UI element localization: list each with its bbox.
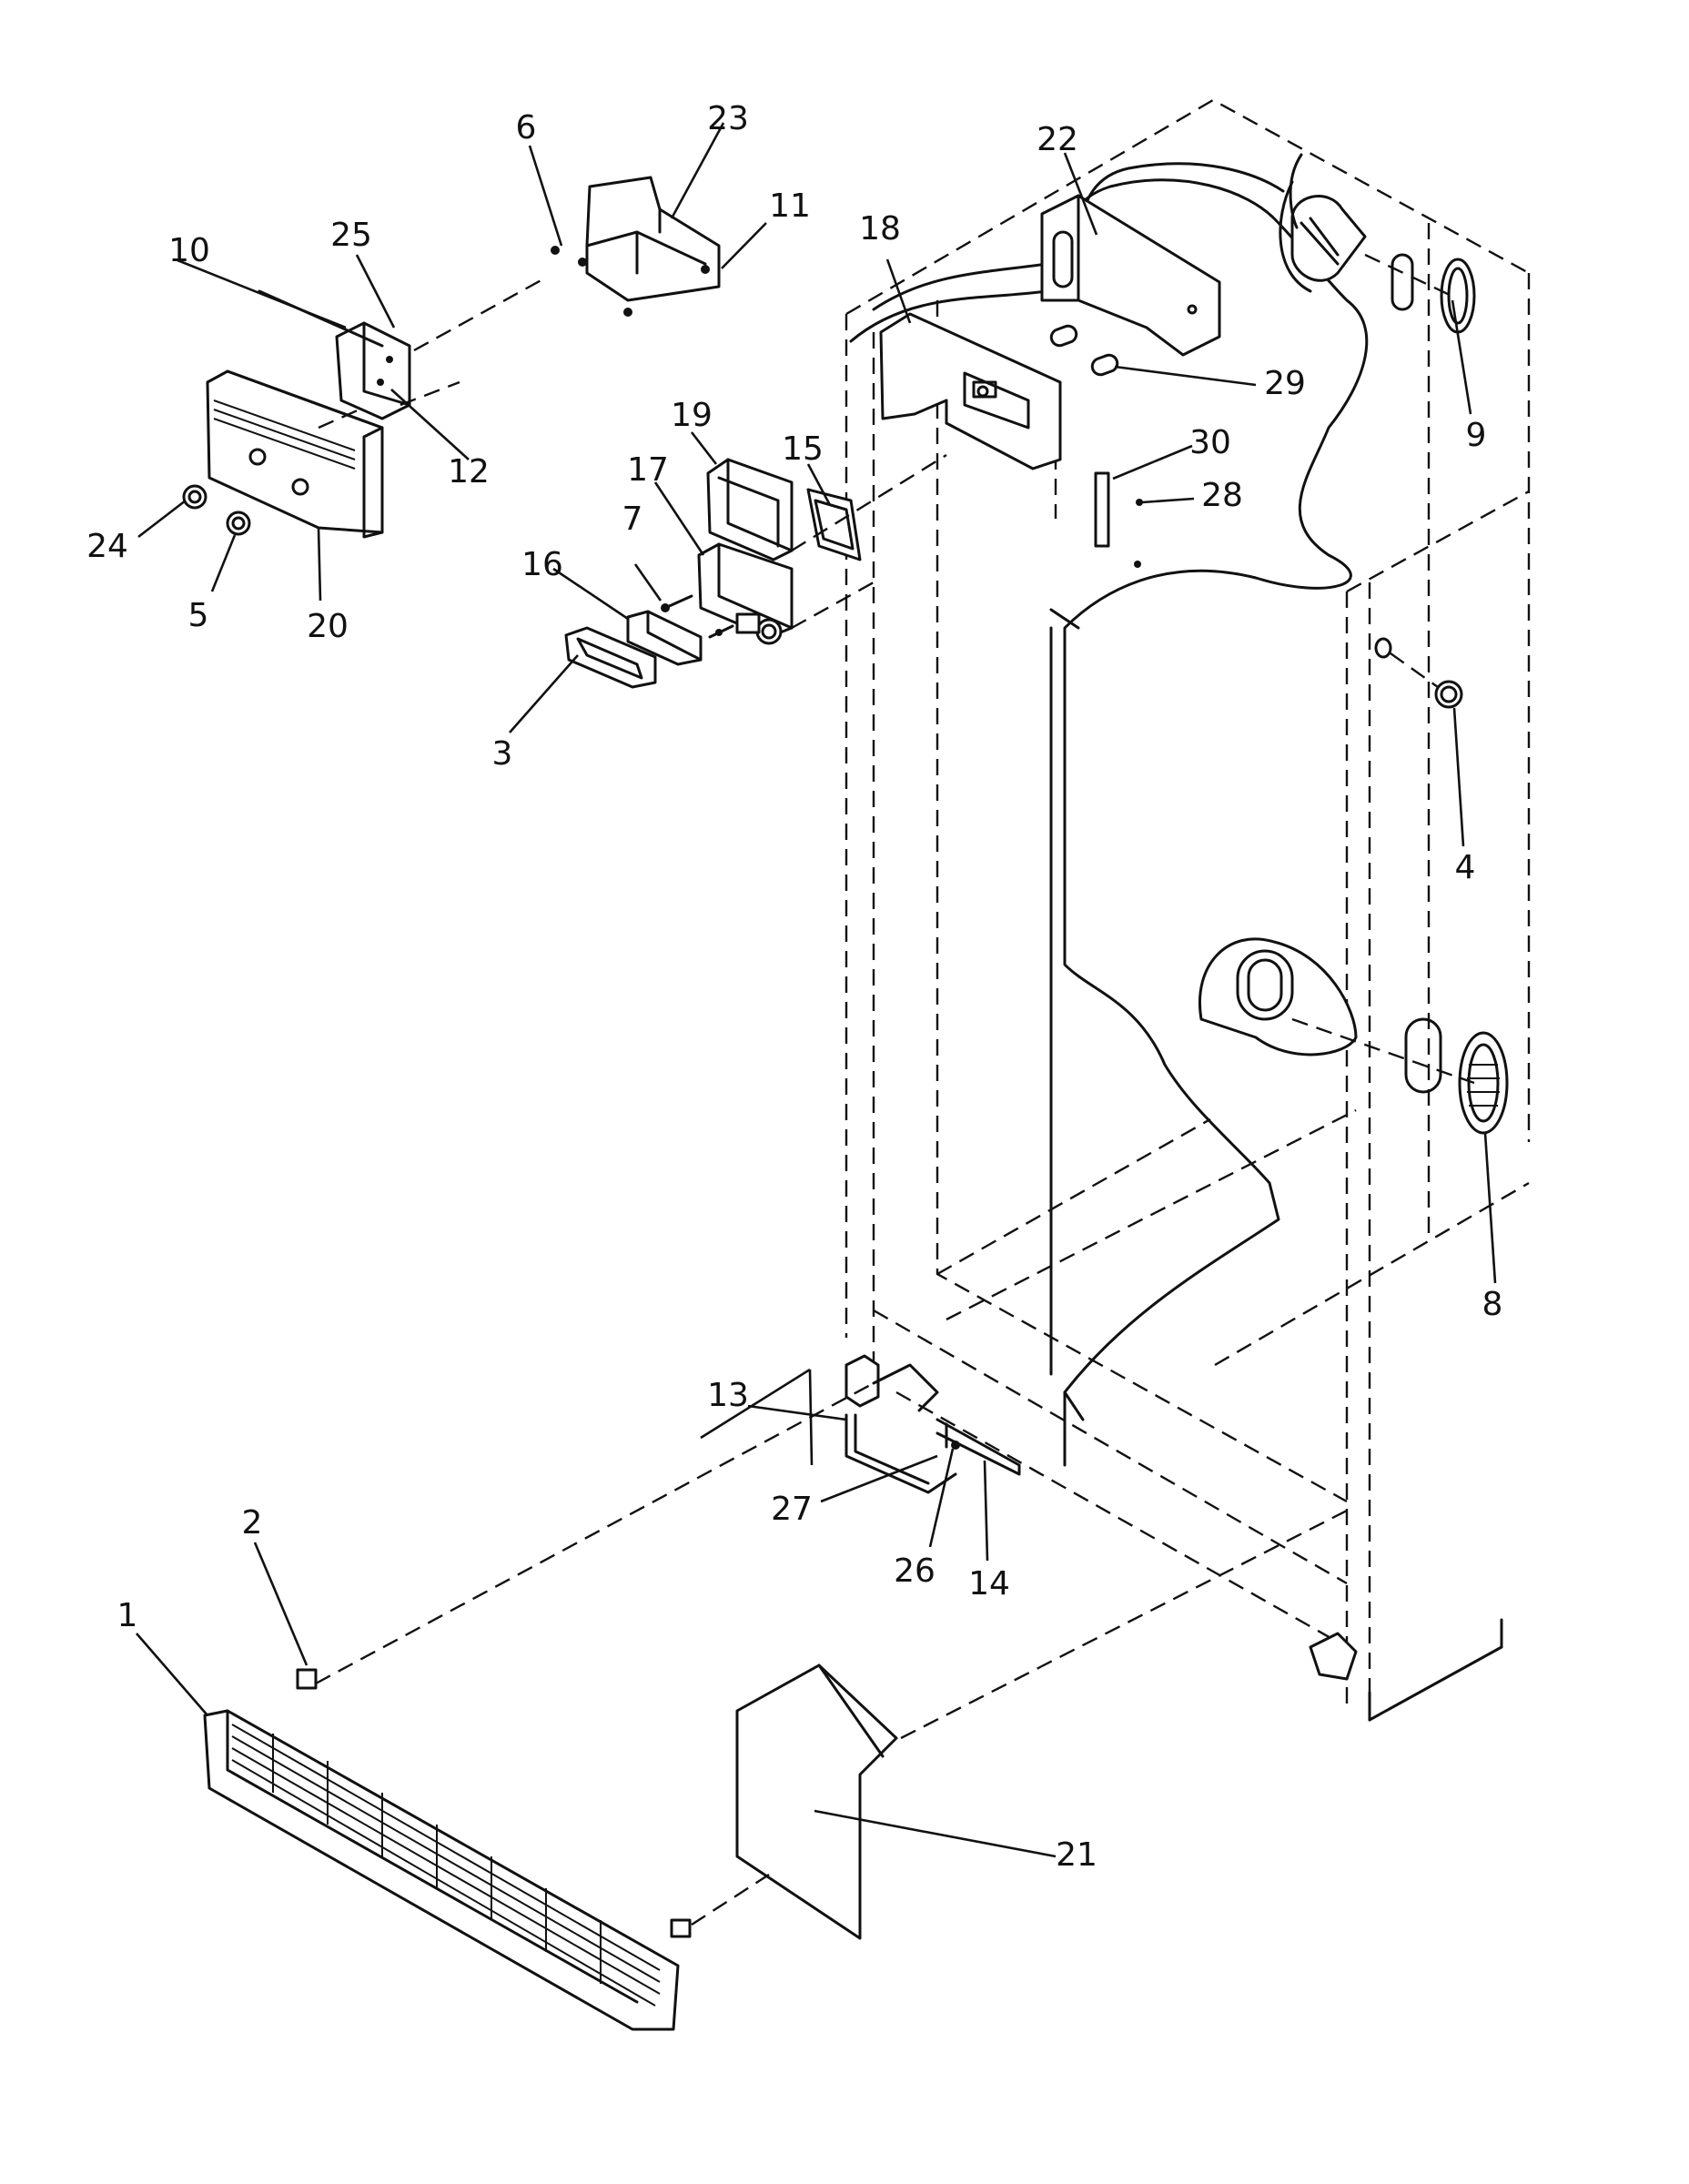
pins-part-29 <box>1049 324 1119 377</box>
callout-7: 7 <box>622 500 643 538</box>
callout-leaders <box>136 122 1497 1926</box>
callout-22: 22 <box>1037 121 1078 158</box>
control-bracket-part-23 <box>551 176 721 317</box>
knob-part-5 <box>226 511 251 536</box>
callout-29: 29 <box>1264 365 1306 402</box>
callout-25: 25 <box>330 217 372 254</box>
gasket-part-3 <box>564 626 657 689</box>
connector-part-16 <box>626 610 734 666</box>
hinge-assembly-part-13 <box>844 1354 1021 1494</box>
callout-9: 9 <box>1466 417 1487 454</box>
callout-26: 26 <box>894 1552 936 1590</box>
clip-part-2 <box>296 1668 318 1690</box>
callout-19: 19 <box>671 397 713 434</box>
callout-11: 11 <box>769 187 811 225</box>
side-cover-part-21 <box>735 1663 898 1940</box>
plug-part-4 <box>1374 637 1463 709</box>
spacer-part-30 <box>1094 471 1143 568</box>
callout-21: 21 <box>1056 1836 1097 1874</box>
callout-8: 8 <box>1482 1286 1503 1323</box>
callout-6: 6 <box>516 109 537 147</box>
callout-4: 4 <box>1455 849 1476 886</box>
light-assembly-lower <box>1198 937 1509 1135</box>
callout-12: 12 <box>448 453 490 490</box>
light-assembly-top <box>1279 153 1476 334</box>
callout-28: 28 <box>1201 477 1243 514</box>
callout-20: 20 <box>307 608 349 645</box>
callout-3: 3 <box>492 735 513 773</box>
callout-23: 23 <box>707 100 749 137</box>
screw-part-7 <box>661 594 693 612</box>
bracket-part-22 <box>1040 194 1221 357</box>
control-panel-part-20 <box>206 369 384 539</box>
callout-1: 1 <box>117 1597 138 1634</box>
callout-18: 18 <box>859 210 901 248</box>
bottom-hinge <box>1309 1632 1358 1681</box>
housing-part-19 <box>706 458 794 561</box>
toe-grille-part-1 <box>203 1709 680 2031</box>
callout-30: 30 <box>1189 424 1231 461</box>
clip-lower-grille <box>670 1918 692 1938</box>
callout-24: 24 <box>86 528 128 565</box>
cabinet-outline <box>844 98 1531 1722</box>
callout-10: 10 <box>168 232 210 269</box>
callout-16: 16 <box>521 546 563 583</box>
housing-part-17 <box>697 542 794 645</box>
callout-13: 13 <box>707 1377 749 1414</box>
callout-labels: 1 2 3 4 5 6 7 8 9 10 11 12 13 14 15 16 1… <box>86 100 1502 1874</box>
callout-17: 17 <box>627 451 669 489</box>
upper-housing-part-18 <box>879 312 1062 470</box>
callout-2: 2 <box>242 1504 263 1542</box>
callout-14: 14 <box>968 1565 1010 1603</box>
gasket-part-15 <box>806 488 862 561</box>
knob-part-24 <box>182 484 207 510</box>
callout-27: 27 <box>771 1491 813 1528</box>
callout-15: 15 <box>782 430 824 468</box>
callout-5: 5 <box>188 597 209 634</box>
